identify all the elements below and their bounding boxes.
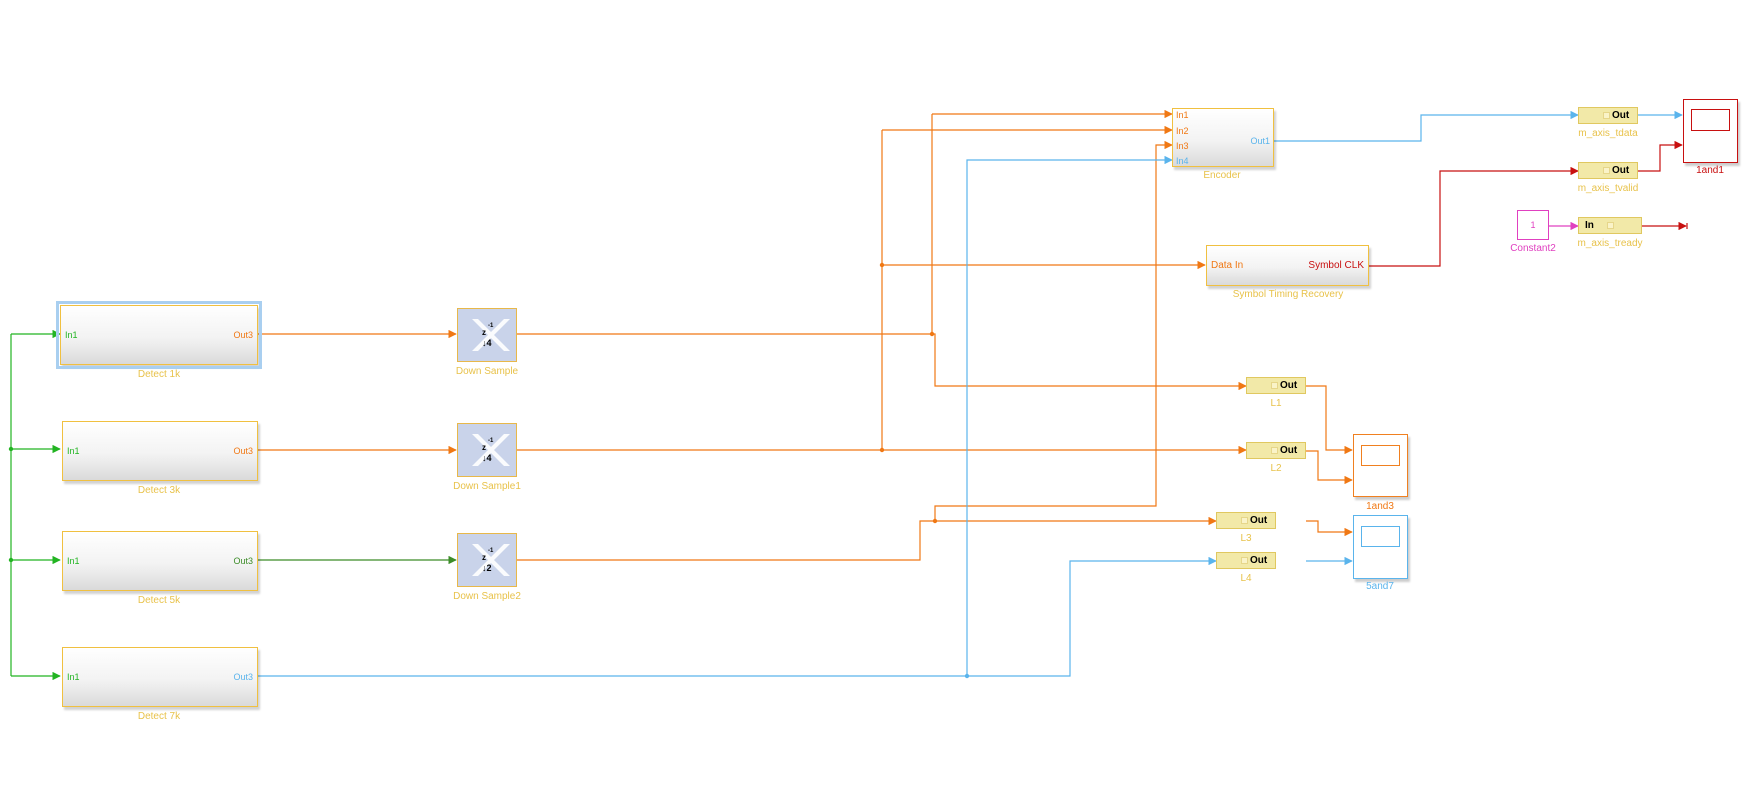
gateway-m-axis-tready[interactable]: In: [1578, 217, 1642, 234]
detect-1k-in-port: In1: [65, 330, 78, 340]
gateway-icon: [1271, 382, 1278, 389]
encoder-label: Encoder: [1203, 170, 1241, 181]
scope-1and3[interactable]: [1353, 434, 1408, 497]
scope-1and1-label: 1and1: [1696, 165, 1724, 176]
detect-5k-label: Detect 5k: [137, 595, 181, 606]
detect-7k-out-port: Out3: [233, 672, 253, 682]
gateway-icon: [1241, 557, 1248, 564]
scope-1and3-label: 1and3: [1366, 501, 1394, 512]
down-sample1-exp: -1: [488, 438, 494, 444]
down-sample-label: Down Sample: [455, 366, 519, 377]
down-sample2-z: z: [482, 553, 486, 562]
down-sample1-label: Down Sample1: [453, 481, 521, 492]
down-sample2-label: Down Sample2: [453, 591, 521, 602]
scope-screen-icon: [1361, 526, 1400, 547]
down-sample-block[interactable]: z -1 ↓4: [457, 308, 517, 362]
symbol-timing-recovery-block[interactable]: Data In Symbol CLK: [1206, 245, 1369, 286]
scope-screen-icon: [1361, 445, 1400, 466]
encoder-in1-port: In1: [1176, 110, 1189, 120]
timing-symbol-clk-port: Symbol CLK: [1308, 260, 1364, 271]
l3-label: L3: [1240, 533, 1252, 544]
gateway-icon: [1607, 222, 1614, 229]
gateway-icon: [1603, 167, 1610, 174]
gateway-m-axis-tvalid[interactable]: Out: [1578, 162, 1638, 179]
detect-7k-label: Detect 7k: [137, 711, 181, 722]
down-sample1-z: z: [482, 443, 486, 452]
encoder-in4-port: In4: [1176, 156, 1189, 166]
detect-5k-in-port: In1: [67, 556, 80, 566]
gateway-l3-text: Out: [1250, 515, 1268, 526]
detect-1k-out-port: Out3: [233, 330, 253, 340]
detect-3k-in-port: In1: [67, 446, 80, 456]
scope-1and1[interactable]: [1683, 99, 1738, 163]
gateway-icon: [1241, 517, 1248, 524]
encoder-in3-port: In3: [1176, 141, 1189, 151]
detect-5k-block[interactable]: In1 Out3: [62, 531, 258, 591]
detect-7k-block[interactable]: In1 Out3: [62, 647, 258, 707]
constant2-label: Constant2: [1510, 243, 1556, 254]
scope-5and7[interactable]: [1353, 515, 1408, 579]
down-sample2-factor: ↓2: [482, 563, 492, 573]
constant2-block[interactable]: 1: [1517, 210, 1549, 240]
timing-data-in-port: Data In: [1211, 260, 1244, 271]
l1-label: L1: [1270, 398, 1282, 409]
down-sample-z: z: [482, 328, 486, 337]
down-sample-factor: ↓4: [482, 338, 492, 348]
detect-1k-block[interactable]: In1 Out3: [56, 301, 262, 369]
detect-3k-out-port: Out3: [233, 446, 253, 456]
l4-label: L4: [1240, 573, 1252, 584]
detect-3k-block[interactable]: In1 Out3: [62, 421, 258, 481]
gateway-m-axis-tready-text: In: [1585, 220, 1594, 231]
down-sample1-factor: ↓4: [482, 453, 492, 463]
gateway-icon: [1603, 112, 1610, 119]
gateway-m-axis-tdata-text: Out: [1612, 110, 1630, 121]
gateway-l4[interactable]: Out: [1216, 552, 1276, 569]
encoder-block[interactable]: In1 In2 In3 In4 Out1: [1172, 108, 1274, 167]
m-axis-tvalid-label: m_axis_tvalid: [1577, 183, 1639, 194]
encoder-in2-port: In2: [1176, 126, 1189, 136]
detect-3k-label: Detect 3k: [137, 485, 181, 496]
gateway-l3[interactable]: Out: [1216, 512, 1276, 529]
gateway-l1[interactable]: Out: [1246, 377, 1306, 394]
symbol-timing-recovery-label: Symbol Timing Recovery: [1232, 289, 1344, 300]
xilinx-logo-icon: [472, 544, 510, 576]
detect-1k-label: Detect 1k: [137, 369, 181, 380]
scope-screen-icon: [1691, 109, 1730, 131]
gateway-icon: [1271, 447, 1278, 454]
xilinx-logo-icon: [472, 434, 510, 466]
encoder-out1-port: Out1: [1250, 136, 1270, 146]
m-axis-tdata-label: m_axis_tdata: [1578, 128, 1638, 139]
xilinx-logo-icon: [472, 319, 510, 351]
detect-5k-out-port: Out3: [233, 556, 253, 566]
scope-5and7-label: 5and7: [1366, 581, 1394, 592]
gateway-l1-text: Out: [1280, 380, 1298, 391]
down-sample1-block[interactable]: z -1 ↓4: [457, 423, 517, 477]
down-sample-exp: -1: [488, 323, 494, 329]
down-sample2-block[interactable]: z -1 ↓2: [457, 533, 517, 587]
down-sample2-exp: -1: [488, 548, 494, 554]
l2-label: L2: [1270, 463, 1282, 474]
constant2-value: 1: [1530, 220, 1536, 230]
m-axis-tready-label: m_axis_tready: [1577, 238, 1643, 249]
gateway-l2[interactable]: Out: [1246, 442, 1306, 459]
gateway-l4-text: Out: [1250, 555, 1268, 566]
gateway-m-axis-tdata[interactable]: Out: [1578, 107, 1638, 124]
gateway-l2-text: Out: [1280, 445, 1298, 456]
gateway-m-axis-tvalid-text: Out: [1612, 165, 1630, 176]
detect-7k-in-port: In1: [67, 672, 80, 682]
